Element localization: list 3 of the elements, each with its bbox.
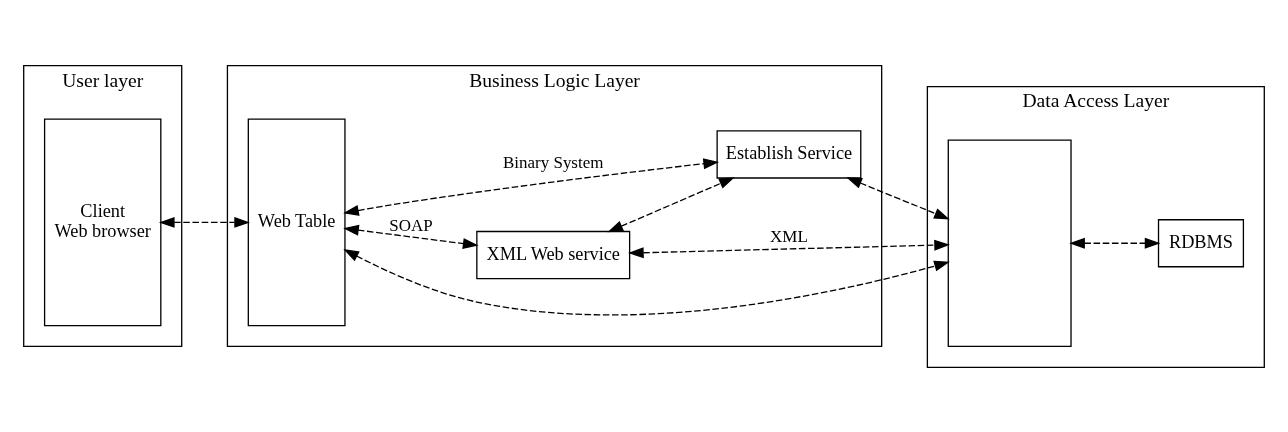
- edge-label: SOAP: [389, 215, 433, 235]
- edge-label: XML: [770, 226, 808, 246]
- edge-label: Binary System: [503, 152, 604, 172]
